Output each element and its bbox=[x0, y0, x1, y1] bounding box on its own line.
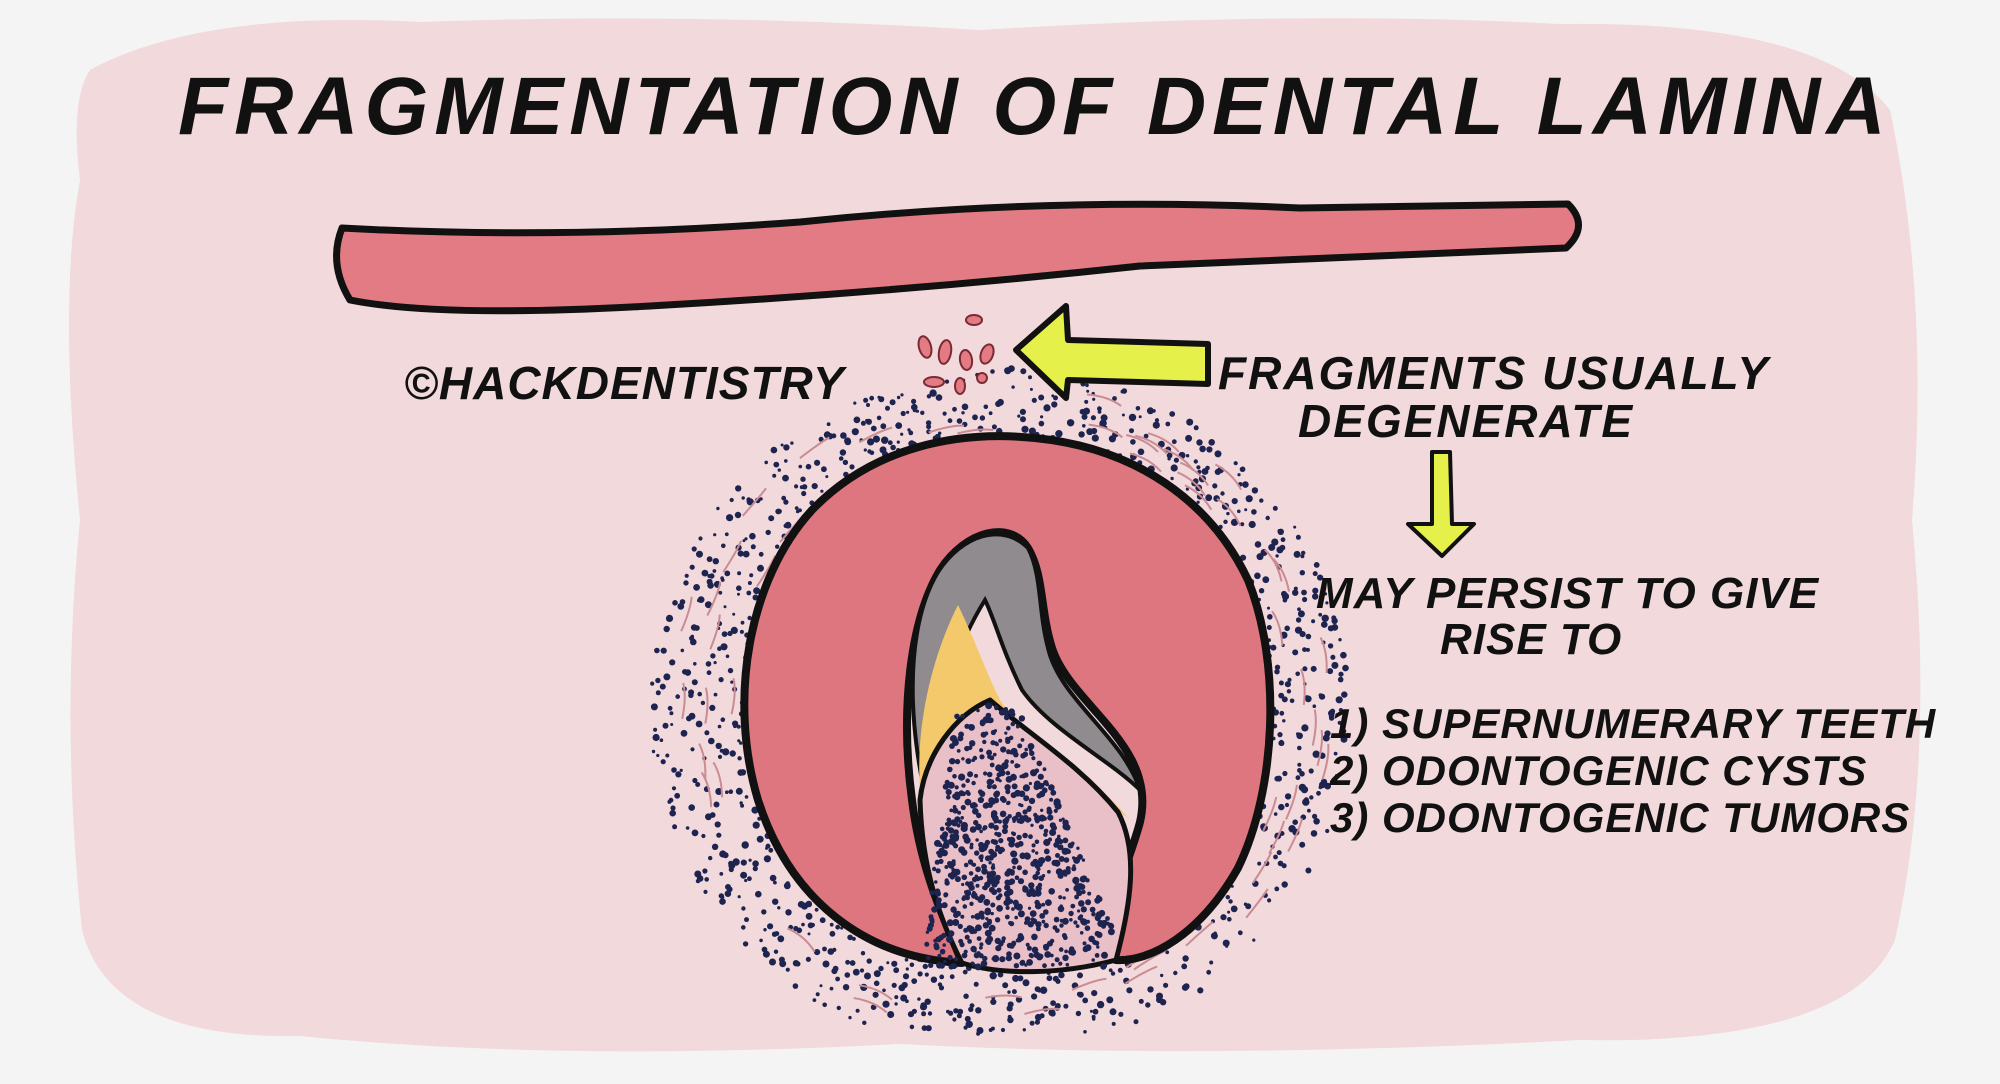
down-arrow-icon bbox=[1406, 450, 1476, 558]
dentin-layer bbox=[919, 605, 1128, 818]
outcome-item: 1) SUPERNUMERARY TEETH bbox=[1330, 700, 1937, 747]
papilla-cell-dots bbox=[922, 702, 1115, 971]
diagram-title: FRAGMENTATION OF DENTAL LAMINA bbox=[178, 61, 1892, 152]
outcome-list: 1) SUPERNUMERARY TEETH 2) ODONTOGENIC CY… bbox=[1330, 700, 1936, 841]
left-arrow-icon bbox=[1013, 303, 1211, 401]
outcome-item: 3) ODONTOGENIC TUMORS bbox=[1330, 794, 1911, 841]
dental-lamina-band bbox=[333, 200, 1582, 315]
lamina-fragments bbox=[917, 314, 995, 395]
credit-watermark: ©HACKDENTISTRY bbox=[404, 357, 845, 409]
fragments-label-line2: DEGENERATE bbox=[1298, 395, 1635, 447]
persist-label-line1: MAY PERSIST TO GIVE bbox=[1316, 569, 1820, 618]
enamel-layer bbox=[910, 532, 1142, 792]
fragments-label-line1: FRAGMENTS USUALLY bbox=[1218, 347, 1770, 399]
outcome-item: 2) ODONTOGENIC CYSTS bbox=[1330, 747, 1868, 794]
persist-label-line2: RISE TO bbox=[1440, 615, 1623, 664]
